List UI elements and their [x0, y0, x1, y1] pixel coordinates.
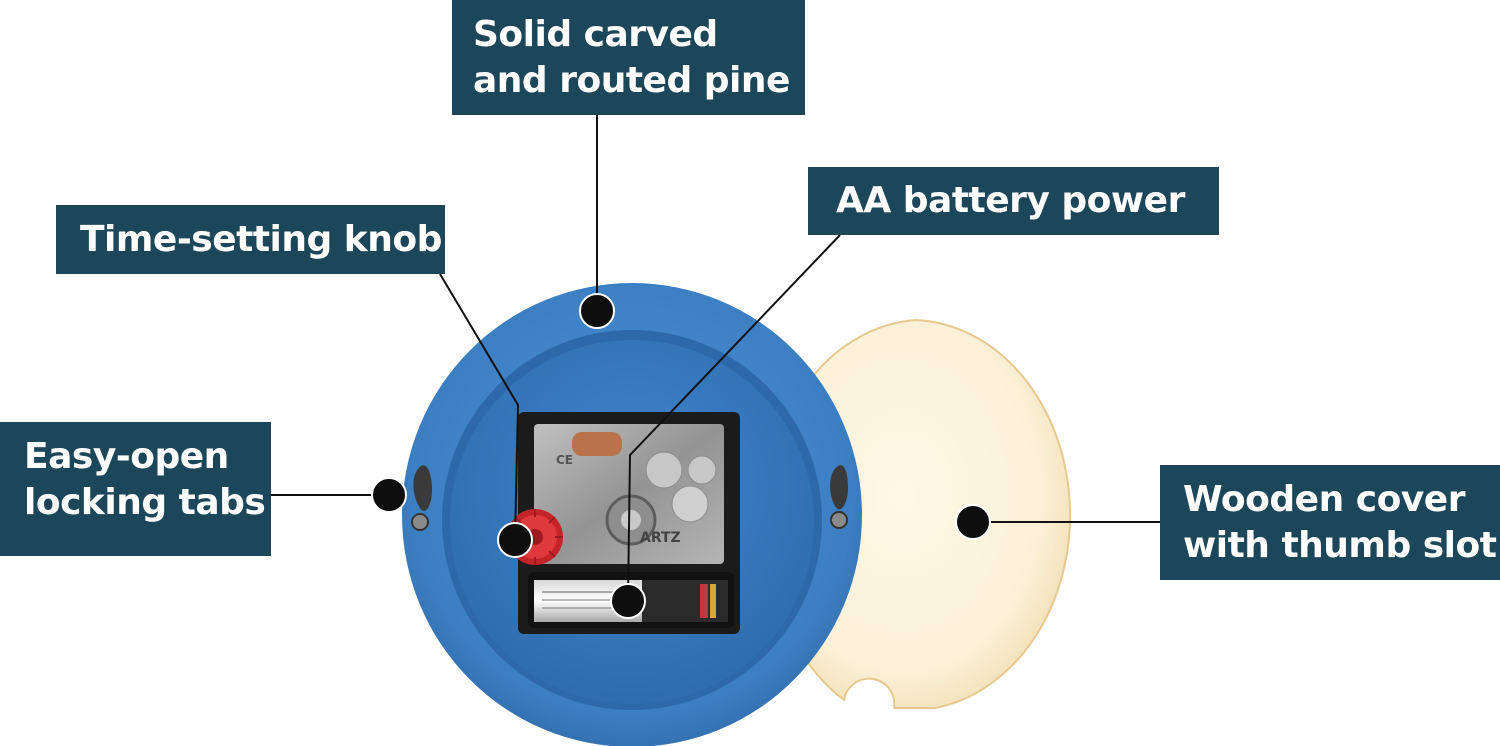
- marker-dot-tabs: [371, 477, 407, 513]
- callout-solid-pine-line2: and routed pine: [473, 60, 790, 101]
- callout-locking-tabs: Easy-open locking tabs: [0, 422, 271, 556]
- callout-battery-line1: AA battery power: [836, 180, 1185, 221]
- left-locking-tab: [411, 465, 432, 531]
- callout-time-knob-line1: Time-setting knob: [80, 219, 442, 260]
- callout-wooden-cover: Wooden cover with thumb slot: [1160, 465, 1500, 580]
- leader-line-battery: [627, 234, 841, 601]
- callout-time-knob: Time-setting knob: [56, 205, 445, 274]
- callout-locking-tabs-line2: locking tabs: [24, 482, 266, 523]
- callout-battery: AA battery power: [808, 167, 1219, 235]
- right-locking-tab: [830, 465, 848, 529]
- callout-solid-pine-line1: Solid carved: [473, 14, 718, 55]
- marker-dots: [371, 293, 991, 619]
- svg-text:ARTZ: ARTZ: [640, 530, 681, 546]
- marker-dot-cover: [955, 504, 991, 540]
- svg-text:CE: CE: [556, 453, 573, 467]
- callout-solid-pine: Solid carved and routed pine: [452, 0, 805, 115]
- marker-dot-pine: [579, 293, 615, 329]
- marker-dot-battery: [610, 583, 646, 619]
- callout-wooden-cover-line1: Wooden cover: [1183, 479, 1465, 520]
- callout-wooden-cover-line2: with thumb slot: [1183, 525, 1497, 566]
- callout-locking-tabs-line1: Easy-open: [24, 436, 229, 477]
- leader-lines: [271, 115, 1160, 601]
- leader-line-knob: [439, 273, 520, 541]
- marker-dot-knob: [497, 522, 533, 558]
